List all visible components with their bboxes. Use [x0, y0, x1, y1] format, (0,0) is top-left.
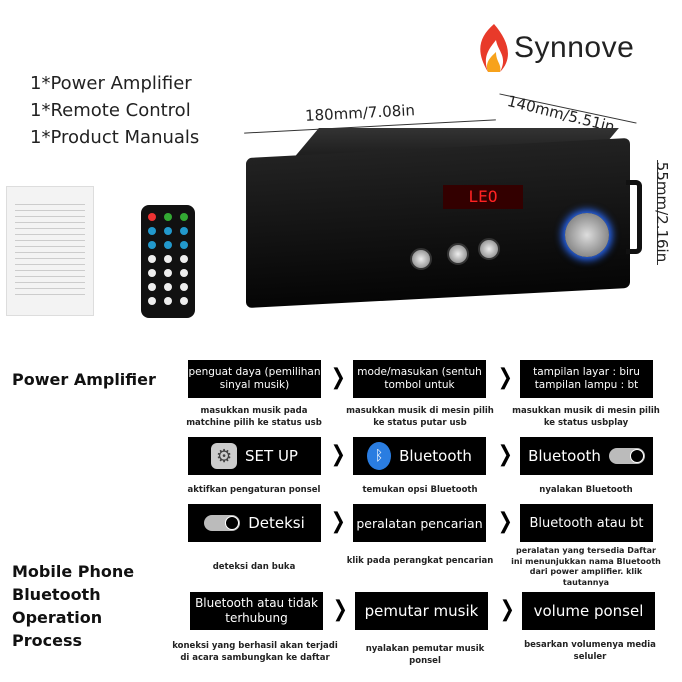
step-text: volume ponsel [533, 601, 644, 620]
step-caption: nyalakan Bluetooth [539, 485, 633, 495]
remote-control-image [141, 205, 195, 318]
step-caption: besarkan volumenya media seluler [524, 640, 656, 662]
chevron-right-icon: ❯ [330, 442, 346, 467]
toggle-icon [608, 448, 645, 464]
step-box: penguat daya (pemilihan sinyal musik) [188, 360, 321, 398]
step-box: Bluetooth [520, 437, 653, 475]
step-text: Bluetooth atau tidak terhubung [195, 596, 318, 625]
toggle-icon [204, 515, 241, 531]
brand-name: Synnove [514, 31, 635, 64]
step-box: pemutar musik [355, 592, 488, 630]
content-item: 1*Remote Control [30, 100, 191, 121]
step-caption: masukkan musik pada matchine pilih ke st… [186, 406, 322, 428]
step-text: Bluetooth [528, 446, 601, 465]
height-dimension: 55mm/2.16in [653, 161, 672, 263]
step-caption: peralatan yang tersedia Daftar ini menun… [511, 546, 661, 587]
bass-knob [447, 243, 469, 265]
chevron-right-icon: ❯ [499, 597, 515, 622]
content-item: 1*Product Manuals [30, 127, 200, 148]
step-box: ⚙ SET UP [188, 437, 321, 475]
section-mobile-bluetooth: Mobile Phone Bluetooth Operation Process [12, 562, 135, 650]
step-box: ᛒ Bluetooth [353, 437, 486, 475]
treble-knob [410, 248, 432, 270]
step-caption: nyalakan pemutar musik ponsel [365, 644, 485, 666]
step-box: volume ponsel [522, 592, 655, 630]
step-caption: deteksi dan buka [212, 562, 296, 572]
chevron-right-icon: ❯ [497, 442, 513, 467]
volume-knob [565, 213, 609, 257]
gear-icon: ⚙ [211, 443, 238, 469]
package-contents: 1*Power Amplifier 1*Remote Control 1*Pro… [30, 70, 199, 151]
step-text: peralatan pencarian [356, 515, 483, 531]
amplifier-display: LEO [443, 185, 523, 209]
step-caption: temukan opsi Bluetooth [362, 485, 478, 495]
step-text: Bluetooth atau bt [529, 515, 644, 531]
step-text: pemutar musik [364, 601, 479, 620]
section-power-amplifier: Power Amplifier [12, 370, 156, 389]
chevron-right-icon: ❯ [330, 509, 346, 534]
step-caption: masukkan musik di mesin pilih ke status … [346, 406, 494, 428]
content-item: 1*Power Amplifier [30, 73, 192, 94]
step-text: Deteksi [248, 513, 305, 532]
step-box: Bluetooth atau bt [520, 504, 653, 542]
height-line [657, 160, 658, 265]
chevron-right-icon: ❯ [332, 597, 348, 622]
chevron-right-icon: ❯ [497, 365, 513, 390]
step-caption: koneksi yang berhasil akan terjadi di ac… [172, 641, 338, 663]
step-text: penguat daya (pemilihan sinyal musik) [188, 366, 321, 391]
product-manual-image [6, 186, 94, 316]
step-caption: masukkan musik di mesin pilih ke status … [512, 406, 660, 428]
brand-logo: Synnove [474, 22, 634, 74]
step-text: SET UP [245, 446, 298, 465]
step-text: tampilan layar : biru tampilan lampu : b… [533, 366, 640, 391]
step-caption: aktifkan pengaturan ponsel [187, 485, 321, 495]
step-box: Deteksi [188, 504, 321, 542]
chevron-right-icon: ❯ [497, 509, 513, 534]
chevron-right-icon: ❯ [330, 365, 346, 390]
step-box: mode/masukan (sentuh tombol untuk [353, 360, 486, 398]
step-caption: klik pada perangkat pencarian [346, 556, 494, 566]
step-box: tampilan layar : biru tampilan lampu : b… [520, 360, 653, 398]
step-box: Bluetooth atau tidak terhubung [190, 592, 323, 630]
amplifier-handle [626, 180, 642, 254]
step-text: Bluetooth [399, 446, 472, 465]
step-text: mode/masukan (sentuh tombol untuk [357, 366, 482, 391]
step-box: peralatan pencarian [353, 504, 486, 542]
mic-vol-knob [478, 238, 500, 260]
flame-icon [480, 24, 508, 72]
width-dimension: 180mm/7.08in [304, 101, 416, 125]
bluetooth-icon: ᛒ [367, 442, 392, 470]
